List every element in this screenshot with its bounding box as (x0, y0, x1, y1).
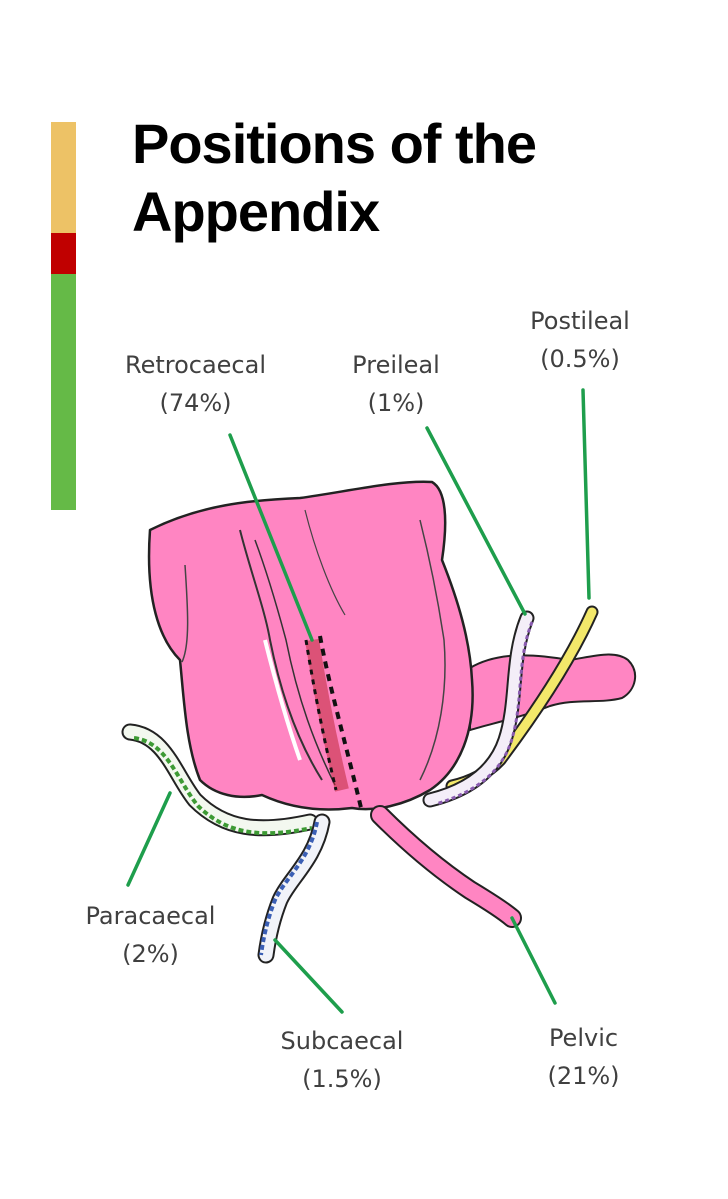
label-pelvic: Pelvic (21%) (526, 1019, 641, 1095)
color-bar-middle-segment (51, 233, 76, 274)
label-retrocaecal: Retrocaecal (74%) (108, 346, 283, 422)
label-paracaecal-name: Paracaecal (85, 902, 216, 930)
label-subcaecal-name: Subcaecal (280, 1027, 404, 1055)
leader-line-postileal (581, 388, 591, 600)
label-retrocaecal-name: Retrocaecal (124, 351, 267, 379)
leader-line-paracaecal (126, 791, 172, 887)
retrocaecal-appendix (305, 638, 349, 792)
label-preileal-name: Preileal (352, 351, 440, 379)
caecum-fold-line (419, 519, 446, 781)
label-pelvic-name: Pelvic (548, 1024, 619, 1052)
caecum-fold-line (254, 539, 336, 786)
caecum-fold-line (181, 564, 189, 663)
caecum-fold-line (304, 509, 346, 616)
label-paracaecal-percent: (2%) (122, 940, 179, 968)
label-subcaecal: Subcaecal (1.5%) (262, 1022, 422, 1098)
label-preileal-percent: (1%) (367, 389, 425, 417)
title-line-1: Positions of the (132, 112, 537, 175)
label-postileal-percent: (0.5%) (540, 345, 620, 373)
leader-line-retrocaecal (228, 433, 314, 642)
label-postileal: Postileal (0.5%) (510, 302, 650, 378)
page-title: Positions of the Appendix (132, 110, 537, 246)
caecum-fold-line (263, 639, 302, 761)
leader-line-subcaecal (273, 938, 344, 1014)
color-bar-top-segment (51, 122, 76, 233)
label-postileal-name: Postileal (530, 307, 630, 335)
label-retrocaecal-percent: (74%) (159, 389, 232, 417)
leader-line-pelvic (510, 916, 557, 1005)
label-pelvic-percent: (21%) (547, 1062, 620, 1090)
leader-line-preileal (425, 426, 527, 616)
title-line-2: Appendix (132, 180, 380, 243)
label-subcaecal-percent: (1.5%) (302, 1065, 382, 1093)
label-preileal: Preileal (1%) (331, 346, 461, 422)
caecum-fold-line (239, 529, 323, 781)
color-bar-bottom-segment (51, 274, 76, 510)
label-paracaecal: Paracaecal (2%) (68, 897, 233, 973)
